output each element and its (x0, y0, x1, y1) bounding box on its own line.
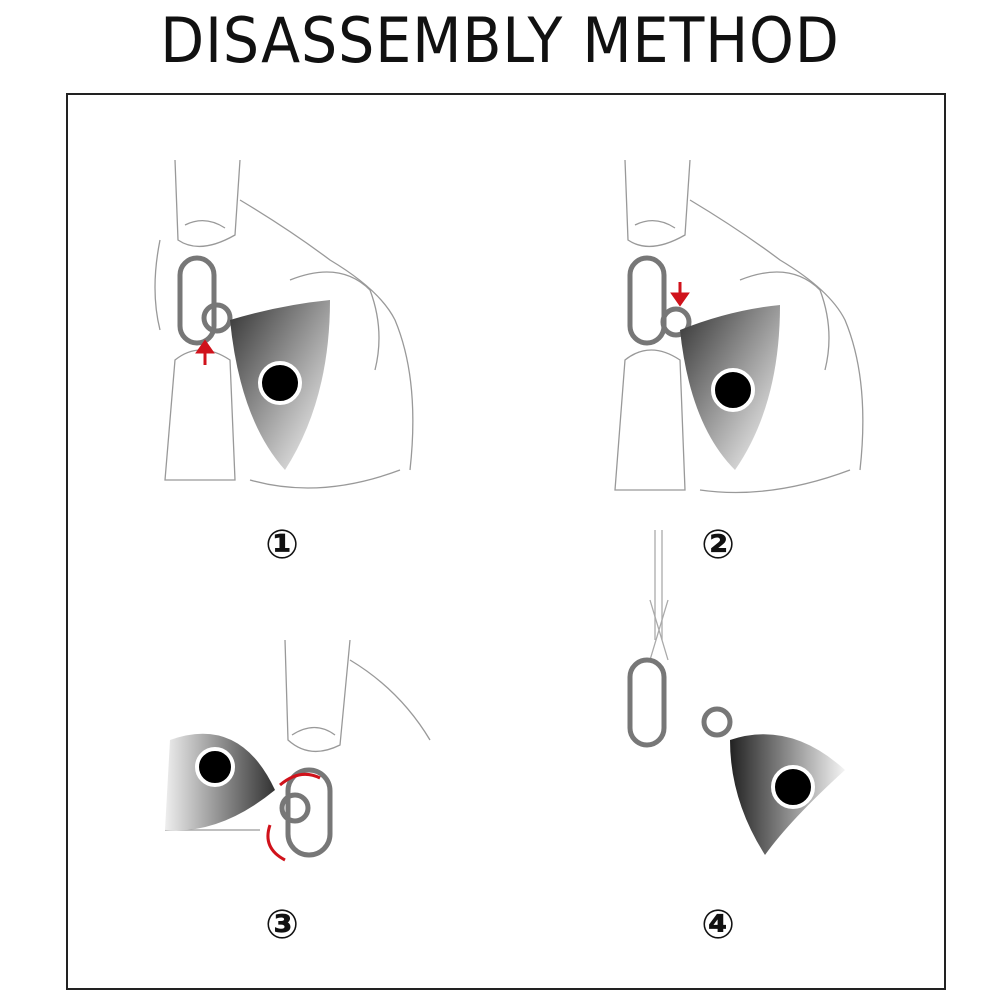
blade-hole-2 (711, 368, 755, 412)
blade-hole-3 (195, 747, 235, 787)
rotate-arrow-icon-2 (266, 824, 286, 862)
page-title: DISASSEMBLY METHOD (160, 4, 840, 77)
blade-hole-1 (258, 361, 302, 405)
snap-clip-1 (177, 255, 217, 346)
blade-hole-4 (771, 765, 815, 809)
leader-wire (649, 530, 669, 661)
split-ring-3 (279, 792, 311, 824)
snap-clip-4 (627, 657, 667, 748)
step-number-1: ① (265, 522, 299, 568)
snap-clip-2 (627, 255, 667, 346)
snap-clip-3 (285, 767, 333, 858)
split-ring-1 (201, 302, 233, 334)
split-ring-2 (660, 306, 692, 338)
step-number-4: ④ (701, 902, 735, 948)
split-ring-4 (701, 706, 733, 738)
hand-illustration-2 (614, 159, 864, 494)
step-number-3: ③ (265, 902, 299, 948)
rotate-arrow-icon (279, 772, 321, 787)
instruction-frame (66, 93, 946, 990)
step-number-2: ② (701, 522, 735, 568)
